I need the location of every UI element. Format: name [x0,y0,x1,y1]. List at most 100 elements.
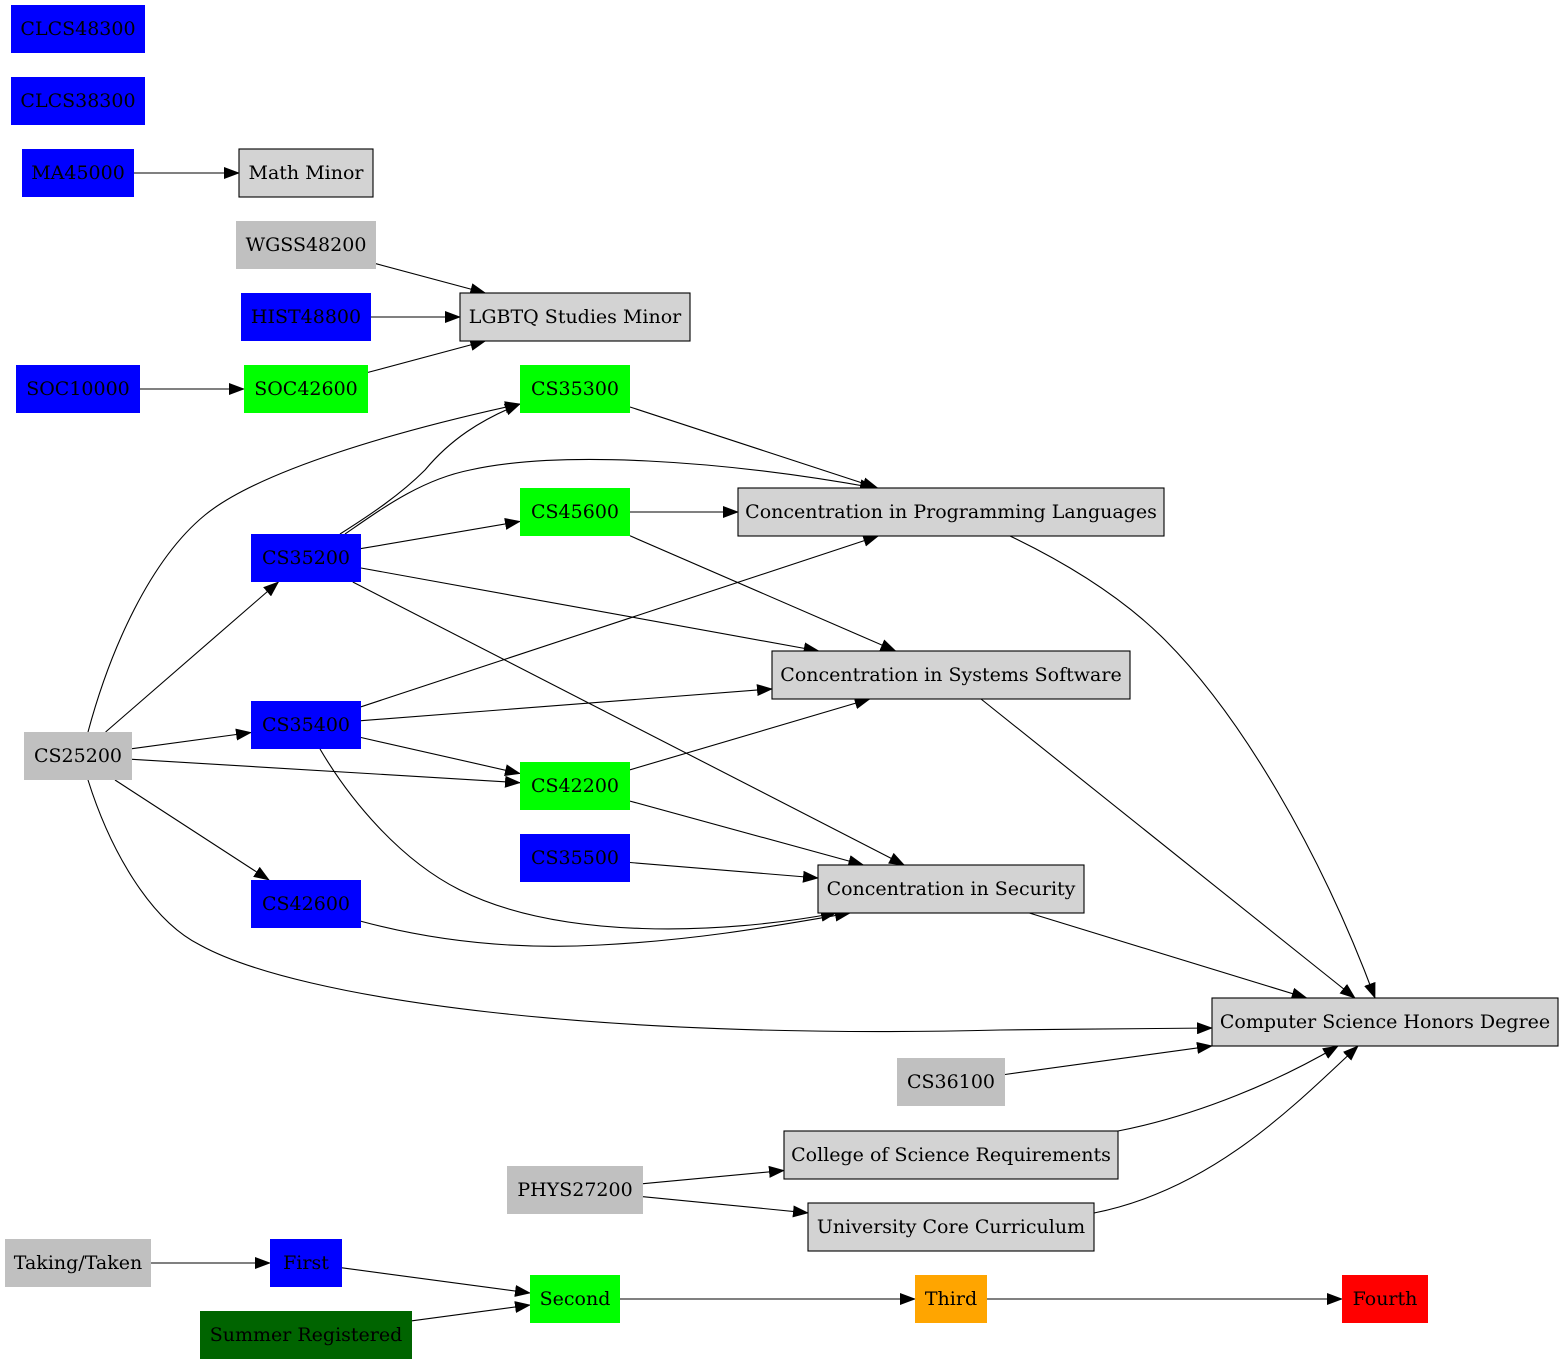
edge-soc42600-to-lgbtq_minor [367,339,487,373]
node-label: University Core Curriculum [817,1216,1085,1238]
node-label: WGSS48200 [246,234,367,256]
node-box [251,534,361,582]
edge-cs25200-to-cs35300 [87,401,521,733]
edge-cs35500-to-conc_sec [629,861,819,883]
node-label: CS35300 [531,378,619,400]
node-box [897,1058,1005,1106]
edge-univ_core-to-cs_honors [1093,1045,1359,1214]
node-label: CS42200 [531,775,619,797]
node-cs25200: CS25200 [24,732,132,780]
edge-cs42200-to-conc_ss [629,697,871,771]
edge-cs36100-to-cs_honors [1004,1042,1213,1076]
edge-cs35200-to-conc_pl [344,458,876,535]
node-third: Third [915,1275,987,1323]
node-conc-ss: Concentration in Systems Software [771,650,1131,700]
node-box [530,1275,620,1323]
node-box [270,1239,342,1287]
node-box [520,365,630,413]
node-conc-sec: Concentration in Security [817,864,1085,914]
edge-summer_registered-to-second [411,1301,531,1322]
node-box [11,5,145,53]
node-label: CS25200 [34,745,122,767]
edge-cs35200-to-conc_sec [352,581,906,866]
node-cs35300: CS35300 [520,365,630,413]
node-box [771,650,1131,700]
node-box [5,1239,151,1287]
edge-cs35200-to-cs45600 [360,518,521,550]
node-label: SOC42600 [254,378,358,400]
node-cos-req: College of Science Requirements [783,1130,1119,1180]
node-cs42600: CS42600 [251,880,361,928]
node-univ-core: University Core Curriculum [807,1202,1095,1252]
node-box [1342,1275,1428,1323]
node-box [251,701,361,749]
node-label: Concentration in Security [827,878,1076,900]
edge-wgss48200-to-lgbtq_minor [375,263,487,295]
node-label: CS45600 [531,501,619,523]
node-label: HIST48800 [251,306,361,328]
node-wgss48200: WGSS48200 [236,221,376,269]
node-label: CLCS48300 [20,18,135,40]
node-label: Computer Science Honors Degree [1220,1011,1550,1033]
node-label: CS35500 [531,847,619,869]
node-box [251,880,361,928]
node-first: First [270,1239,342,1287]
edge-conc_pl-to-cs_honors [1009,535,1376,999]
node-label: CS36100 [907,1071,995,1093]
node-label: Math Minor [249,162,365,184]
edge-phys27200-to-cos_req [642,1165,785,1185]
node-label: LGBTQ Studies Minor [469,306,682,328]
node-label: PHYS27200 [517,1179,632,1201]
node-label: CLCS38300 [20,90,135,112]
node-label: MA45000 [31,162,125,184]
node-summer-registered: Summer Registered [200,1311,412,1359]
node-box [22,149,134,197]
node-box [236,221,376,269]
node-box [200,1311,412,1359]
node-ma45000: MA45000 [22,149,134,197]
edge-cs42200-to-conc_sec [629,800,865,867]
node-hist48800: HIST48800 [241,293,371,341]
node-clcs38300: CLCS38300 [11,77,145,125]
node-label: College of Science Requirements [791,1144,1111,1166]
edge-cs35200-to-cs35300 [339,403,521,535]
edge-cs25200-to-cs_honors [87,779,1213,1035]
node-label: Concentration in Programming Languages [745,501,1157,523]
node-label: Taking/Taken [14,1252,142,1274]
edge-conc_ss-to-cs_honors [980,698,1356,999]
edge-cs35300-to-conc_pl [629,406,879,490]
node-label: Concentration in Systems Software [780,664,1121,686]
node-label: SOC10000 [26,378,130,400]
node-label: CS42600 [262,893,350,915]
node-lgbtq-minor: LGBTQ Studies Minor [459,292,691,342]
node-box [817,864,1085,914]
node-second: Second [530,1275,620,1323]
node-box [520,834,630,882]
node-box [915,1275,987,1323]
edge-cs35400-to-conc_sec [319,748,837,930]
node-box [459,292,691,342]
node-cs36100: CS36100 [897,1058,1005,1106]
node-box [16,365,140,413]
edge-phys27200-to-univ_core [642,1196,809,1218]
node-label: Summer Registered [210,1324,403,1346]
edge-cs35400-to-conc_ss [360,684,773,722]
node-box [24,732,132,780]
node-box [520,488,630,536]
node-box [238,148,374,198]
node-box [520,762,630,810]
node-box [507,1166,643,1214]
node-label: Second [540,1288,611,1310]
node-box [241,293,371,341]
edge-cs35400-to-conc_pl [360,535,880,708]
edge-cos_req-to-cs_honors [1117,1045,1339,1132]
edge-cs35400-to-cs42200 [360,736,521,777]
node-phys27200: PHYS27200 [507,1166,643,1214]
edge-cs35200-to-conc_ss [360,567,820,655]
node-cs42200: CS42200 [520,762,630,810]
node-fourth: Fourth [1342,1275,1428,1323]
node-cs-honors: Computer Science Honors Degree [1211,997,1559,1047]
node-box [1211,997,1559,1047]
